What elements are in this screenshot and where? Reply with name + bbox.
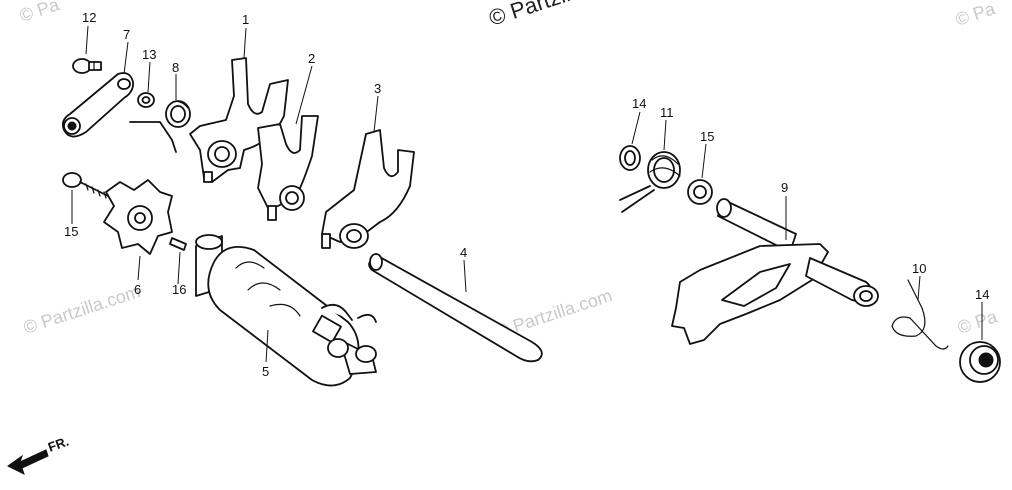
part-17-dowel-pin	[169, 237, 187, 251]
callout-14: 14	[975, 287, 989, 302]
callout-7: 7	[123, 27, 130, 42]
direction-label: FR.	[46, 434, 71, 455]
part-14-oil-seal	[959, 341, 1001, 383]
callout-2: 2	[308, 51, 315, 66]
callout-4: 4	[460, 245, 467, 260]
front-direction-arrow: FR.	[7, 434, 71, 475]
part-15-washer-b	[687, 179, 713, 205]
leader-lines	[71, 25, 983, 363]
watermark-mid-right: © Pa	[955, 306, 1000, 338]
part-1-shift-fork	[189, 57, 289, 183]
part-5-shift-drum	[195, 234, 377, 387]
callout-1: 1	[242, 12, 249, 27]
watermark-mid-left: © Partzilla.com	[21, 281, 143, 338]
watermark-top-center: © Partzilla	[486, 0, 590, 31]
callout-8: 8	[172, 60, 179, 75]
callout-3: 3	[374, 81, 381, 96]
part-13-washer	[137, 92, 155, 108]
callout-11: 11	[660, 105, 674, 120]
callout-12: 12	[82, 10, 96, 25]
watermark-top-left: © Pa	[17, 0, 62, 26]
callout-10: 10	[912, 261, 926, 276]
part-11-spring	[619, 151, 681, 213]
callout-16: 15	[64, 224, 78, 239]
part-6-cam-plate	[103, 179, 173, 255]
part-3-shift-fork	[321, 129, 415, 249]
part-10-spring	[891, 279, 949, 350]
part-2-shift-fork	[257, 115, 319, 221]
callout-15-right: 15	[700, 129, 714, 144]
callout-5: 5	[262, 364, 269, 379]
callout-13: 13	[142, 47, 156, 62]
part-12-bolt	[72, 58, 102, 74]
part-8-spring	[129, 100, 191, 153]
callout-numbers: 12 7 13 8 1 2 3 4 5 6 16 15 14 11 15 9 1…	[64, 10, 989, 379]
watermark-top-right: © Pa	[953, 0, 998, 30]
callout-15-left: 14	[632, 96, 646, 111]
part-16-bolt	[62, 172, 109, 199]
callout-17: 16	[172, 282, 186, 297]
part-15-washer-a	[619, 145, 641, 171]
callout-9: 9	[781, 180, 788, 195]
part-7-stopper-arm	[61, 72, 134, 138]
part-4-fork-shaft	[368, 253, 543, 363]
part-9-gearshift-spindle	[671, 198, 879, 345]
callout-6: 6	[134, 282, 141, 297]
